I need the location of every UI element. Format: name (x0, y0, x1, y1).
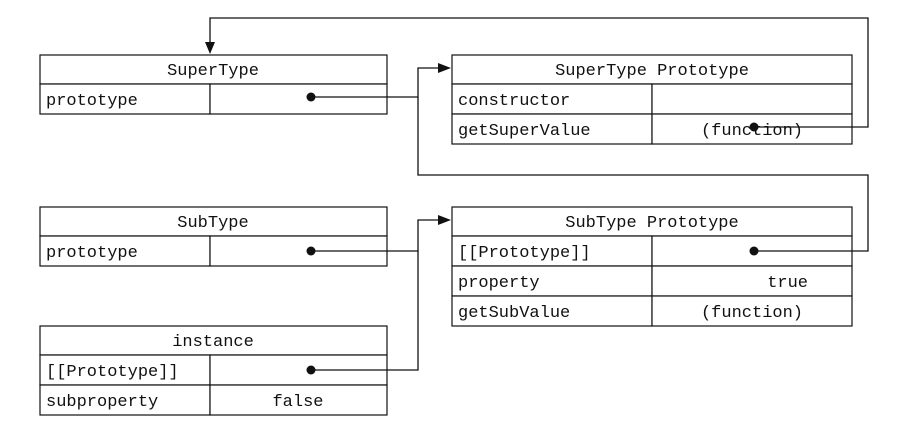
supertype-title-cell (39, 54, 388, 85)
supertype-prototype-connector (306, 63, 451, 102)
instance-title-cell (39, 325, 388, 356)
subtype-title: SubType (177, 214, 248, 233)
getsupervalue-key: getSuperValue (458, 122, 591, 141)
supertype-prototype-box: SuperType Prototype constructor getSuper… (451, 54, 853, 145)
subtype-prototype-title: SubType Prototype (565, 214, 738, 233)
constructor-connector (205, 17, 869, 132)
supertype-prototype-title: SuperType Prototype (555, 62, 749, 81)
subtype-key-cell (39, 235, 211, 267)
subtype-prototype-link-key: [[Prototype]] (458, 244, 591, 263)
supertype-prototype-value-cell-0 (651, 83, 853, 115)
connector-line (311, 219, 438, 252)
property-value: true (767, 274, 808, 293)
arrowhead (438, 215, 451, 225)
connector-line (311, 251, 419, 371)
connector-line (311, 67, 438, 98)
supertype-key-cell (39, 83, 211, 115)
instance-prototype-connector (306, 251, 419, 375)
supertype-box: SuperType prototype (39, 54, 388, 115)
getsubvalue-key: getSubValue (458, 304, 570, 323)
instance-prototype-key: [[Prototype]] (46, 363, 179, 382)
supertype-title: SuperType (167, 62, 259, 81)
instance-box: instance [[Prototype]] subproperty false (39, 325, 388, 416)
subtype-prototype-key-cell-0 (451, 235, 653, 267)
connector-line (209, 17, 869, 128)
subtype-prototype-key-cell-2 (451, 295, 653, 327)
arrowhead (205, 42, 215, 54)
constructor-key: constructor (458, 92, 570, 111)
supertype-prototype-key: prototype (46, 92, 138, 111)
instance-title: instance (172, 333, 254, 352)
subtype-title-cell (39, 206, 388, 237)
supertype-value-cell (209, 83, 388, 115)
subtype-prototype-connector (306, 215, 451, 256)
subproperty-value: false (272, 393, 323, 412)
supertype-prototype-key-cell-1 (451, 113, 653, 145)
instance-key-cell-1 (39, 384, 211, 416)
subtype-prototype-link-connector (417, 97, 869, 256)
arrowhead (438, 63, 451, 73)
subtype-prototype-key-cell-1 (451, 265, 653, 297)
subproperty-key: subproperty (46, 393, 158, 412)
subtype-prototype-value-cell-2 (651, 295, 853, 327)
subtype-prototype-value-cell-1 (651, 265, 853, 297)
subtype-prototype-box: SubType Prototype [[Prototype]] property… (451, 206, 853, 327)
subtype-box: SubType prototype (39, 206, 388, 267)
property-key: property (458, 274, 540, 293)
subtype-prototype-key: prototype (46, 244, 138, 263)
getsubvalue-value: (function) (701, 304, 803, 323)
connector-line (417, 97, 869, 252)
instance-value-cell-1 (209, 384, 388, 416)
